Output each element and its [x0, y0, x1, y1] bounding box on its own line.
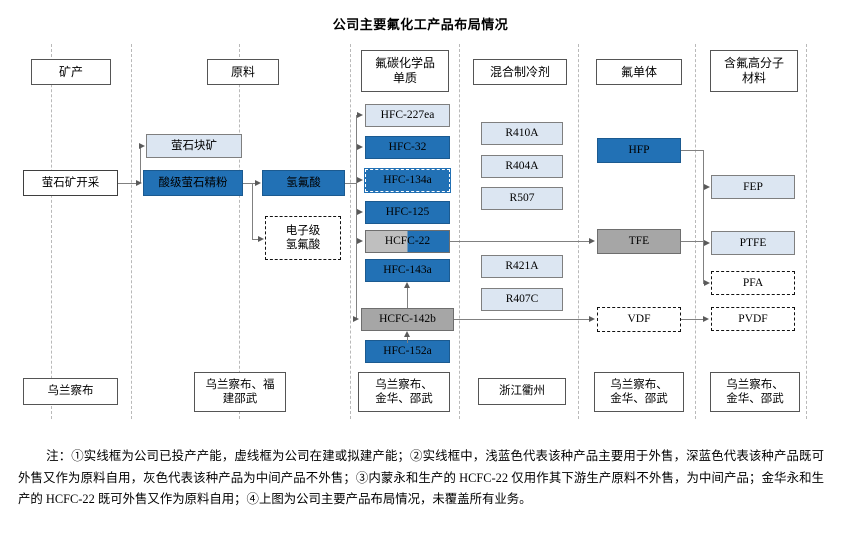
arrow-to-hfc-227ea [357, 112, 363, 118]
connector-hf-out [345, 183, 356, 184]
arrow-to-fep [704, 183, 710, 190]
node-hfp: HFP [597, 138, 681, 163]
column-header-monomer: 氟单体 [596, 59, 682, 85]
column-divider-3 [239, 44, 240, 419]
node-hfc-134a: HFC-134a [364, 168, 451, 193]
node-tfe: TFE [597, 229, 681, 254]
connector-powder-bus [252, 183, 253, 239]
arrow-to-tfe [589, 237, 595, 244]
node-electronic-grade-hf: 电子级 氢氟酸 [265, 216, 341, 260]
column-divider-1 [51, 44, 52, 419]
footnote: 注：①实线框为公司已投产产能，虚线框为公司在建或拟建产能；②实线框中，浅蓝色代表… [18, 446, 824, 511]
arrow-to-hfc-32 [357, 144, 363, 150]
node-hfc-152a: HFC-152a [365, 340, 450, 363]
arrow-to-hcfc-142b [353, 316, 359, 322]
arrow-to-ptfe [704, 239, 710, 246]
footnote-text: 注：①实线框为公司已投产产能，虚线框为公司在建或拟建产能；②实线框中，浅蓝色代表… [18, 449, 824, 506]
connector-powder-out [243, 183, 259, 184]
arrow-to-hfc-143a [404, 282, 410, 288]
location-mineral: 乌兰察布 [23, 378, 118, 405]
arrow-to-pvdf [703, 315, 709, 322]
connector-vdf-to-pvdf [681, 319, 703, 320]
arrow-to-hydrofluoric-acid [255, 179, 261, 186]
arrow-to-acid-powder [136, 179, 142, 186]
location-raw-material: 乌兰察布、福 建邵武 [194, 372, 286, 412]
column-divider-2 [131, 44, 132, 419]
node-hfc-125: HFC-125 [365, 201, 450, 224]
column-header-polymer: 含氟高分子 材料 [710, 50, 798, 92]
column-divider-7 [695, 44, 696, 419]
column-header-fluorocarbon: 氟碳化学品 单质 [361, 50, 449, 92]
connector-hfp-out [681, 150, 703, 151]
arrow-to-hfc-125 [357, 209, 363, 215]
node-hfc-227ea: HFC-227ea [365, 104, 450, 127]
arrow-to-vdf [589, 315, 595, 322]
node-r404a: R404A [481, 155, 563, 178]
connector-hfc-bus [356, 115, 357, 320]
connector-142b-to-143a [407, 288, 408, 308]
column-divider-8 [806, 44, 807, 419]
node-fluorite-lump: 萤石块矿 [146, 134, 242, 158]
connector-polymer-bus [703, 150, 704, 283]
connector-tfe-out [681, 241, 703, 242]
location-monomer: 乌兰察布、 金华、邵武 [594, 372, 684, 412]
location-fluorocarbon: 乌兰察布、 金华、邵武 [358, 372, 450, 412]
column-header-raw-material: 原料 [207, 59, 279, 85]
node-r421a: R421A [481, 255, 563, 278]
location-refrigerant: 浙江衢州 [478, 378, 566, 405]
connector-to-electronic-hf [252, 239, 260, 240]
node-r410a: R410A [481, 122, 563, 145]
arrow-to-electronic-hf [258, 235, 264, 242]
node-hydrofluoric-acid: 氢氟酸 [262, 170, 345, 196]
column-divider-5 [459, 44, 460, 419]
node-fluorite-mining: 萤石矿开采 [23, 170, 118, 196]
arrow-to-hcfc-142b-from-152a [404, 331, 410, 337]
node-hcfc-22: HCFC-22 [365, 230, 450, 253]
column-divider-6 [578, 44, 579, 419]
connector-mining-bus [140, 146, 141, 183]
column-header-refrigerant: 混合制冷剂 [473, 59, 567, 85]
arrow-to-hcfc-22 [357, 238, 363, 244]
arrow-to-hfc-134a [357, 177, 363, 183]
node-pvdf: PVDF [711, 307, 795, 331]
column-header-mineral: 矿产 [31, 59, 111, 85]
page-title: 公司主要氟化工产品布局情况 [332, 17, 509, 32]
node-r407c: R407C [481, 288, 563, 311]
node-hfc-32: HFC-32 [365, 136, 450, 159]
node-hcfc-142b: HCFC-142b [361, 308, 454, 331]
node-acid-grade-fluorite-powder: 酸级萤石精粉 [143, 170, 243, 196]
node-pfa: PFA [711, 271, 795, 295]
location-polymer: 乌兰察布、 金华、邵武 [710, 372, 800, 412]
connector-152a-to-142b [407, 336, 408, 343]
arrow-to-pfa [704, 279, 710, 286]
connector-hcfc142b-to-vdf [454, 319, 591, 320]
node-r507: R507 [481, 187, 563, 210]
connector-hcfc22-to-tfe [450, 241, 591, 242]
connector-mining-out [118, 183, 140, 184]
node-vdf: VDF [597, 307, 681, 332]
node-ptfe: PTFE [711, 231, 795, 255]
node-fep: FEP [711, 175, 795, 199]
node-hfc-143a: HFC-143a [365, 259, 450, 282]
arrow-to-fluorite-lump [139, 142, 145, 149]
column-divider-4 [350, 44, 351, 419]
